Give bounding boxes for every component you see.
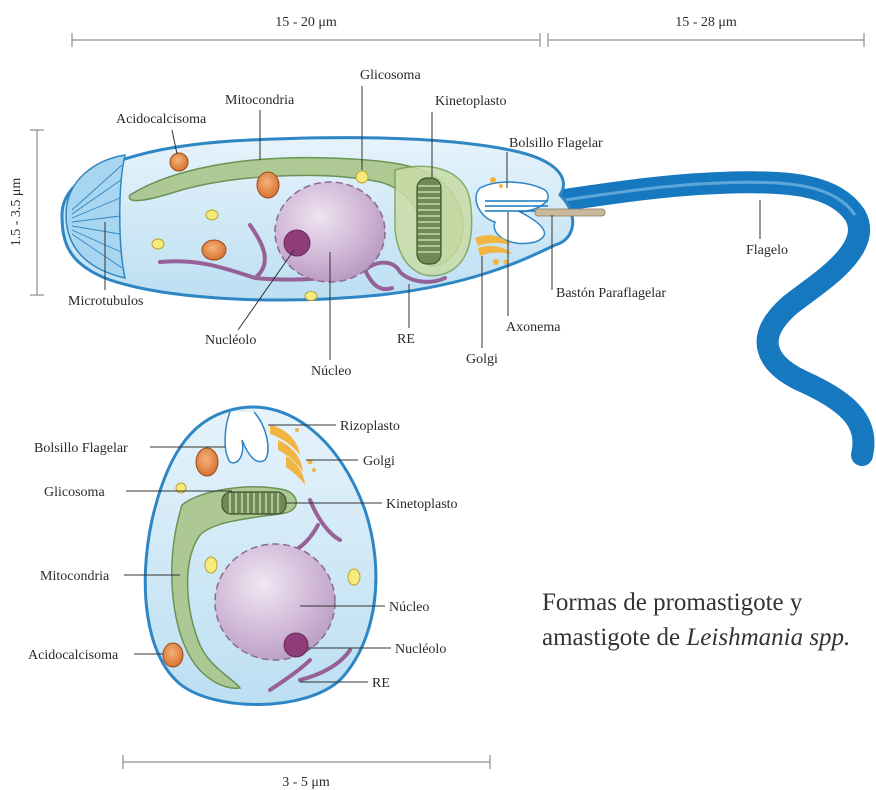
promastigote-kinetoplast — [417, 178, 441, 264]
label-kinetoplasto-1: Kinetoplasto — [435, 94, 507, 109]
body-width-label: 1.5 - 3.5 μm — [9, 178, 24, 247]
amastigote-nucleus — [215, 544, 335, 660]
label-mitocondria-1: Mitocondria — [225, 93, 295, 108]
dimension-amastigote-width: 3 - 5 μm — [123, 755, 490, 790]
figure-caption: Formas de promastigote y amastigote de L… — [542, 589, 850, 651]
label-flagelo: Flagelo — [746, 243, 788, 258]
label-bolsillo-flagelar-1: Bolsillo Flagelar — [509, 136, 603, 151]
paraflagellar-rod — [535, 209, 605, 216]
promastigote-nucleolus — [284, 230, 310, 256]
dimension-body-length: 15 - 20 μm — [72, 15, 540, 47]
body-length-label: 15 - 20 μm — [275, 15, 337, 30]
label-baston-paraflagelar: Bastón Paraflagelar — [556, 286, 666, 301]
promastigote-acidocalcisome-3 — [202, 240, 226, 260]
amastigote-acidocalcisome-2 — [163, 643, 183, 667]
amastigote — [145, 407, 376, 705]
promastigote — [62, 138, 863, 455]
amastigote-kinetoplast — [222, 492, 286, 514]
label-glicosoma-1: Glicosoma — [360, 68, 421, 83]
amastigote-acidocalcisome-1 — [196, 448, 218, 476]
dimension-flagellum-length: 15 - 28 μm — [548, 15, 864, 47]
promastigote-acidocalcisome-2 — [257, 172, 279, 198]
label-nucleolo-2: Nucléolo — [395, 642, 446, 657]
label-nucleolo-1: Nucléolo — [205, 333, 256, 348]
label-golgi-1: Golgi — [466, 352, 498, 367]
label-rizoplasto: Rizoplasto — [340, 419, 400, 434]
amastigote-nucleolus — [284, 633, 308, 657]
flagellum-length-label: 15 - 28 μm — [675, 15, 737, 30]
label-acidocalcisoma-2: Acidocalcisoma — [28, 648, 119, 663]
flagellum — [530, 182, 863, 455]
label-mitocondria-2: Mitocondria — [40, 569, 110, 584]
promastigote-acidocalcisome-1 — [170, 153, 188, 171]
label-kinetoplasto-2: Kinetoplasto — [386, 497, 458, 512]
label-microtubulos: Microtubulos — [68, 294, 143, 309]
amastigote-width-label: 3 - 5 μm — [282, 775, 330, 790]
label-re-2: RE — [372, 676, 390, 691]
label-axonema: Axonema — [506, 320, 561, 335]
label-re-1: RE — [397, 332, 415, 347]
label-nucleo-1: Núcleo — [311, 364, 351, 379]
label-acidocalcisoma-1: Acidocalcisoma — [116, 112, 207, 127]
caption-line-2: amastigote de Leishmania spp. — [542, 624, 850, 651]
label-bolsillo-flagelar-2: Bolsillo Flagelar — [34, 441, 128, 456]
label-glicosoma-2: Glicosoma — [44, 485, 105, 500]
caption-line-2-italic: Leishmania spp. — [685, 624, 850, 651]
label-golgi-2: Golgi — [363, 454, 395, 469]
caption-line-2-prefix: amastigote de — [542, 624, 686, 651]
label-nucleo-2: Núcleo — [389, 600, 429, 615]
dimension-body-width: 1.5 - 3.5 μm — [9, 130, 44, 295]
caption-line-1: Formas de promastigote y — [542, 589, 803, 616]
